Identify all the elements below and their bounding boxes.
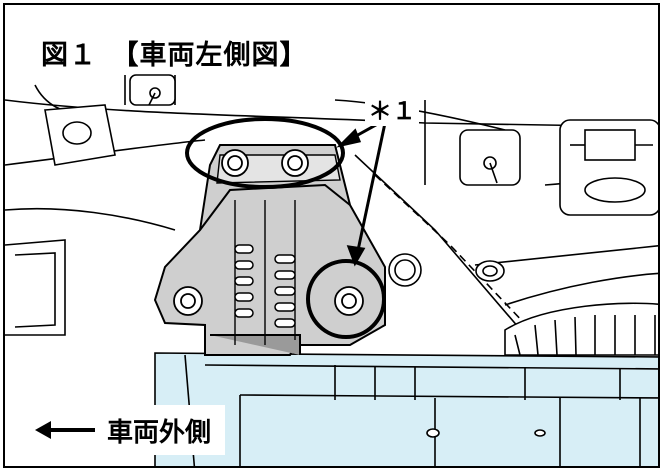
lower-right-cylinder bbox=[504, 302, 658, 356]
mount-bracket bbox=[153, 144, 386, 356]
clip-assembly bbox=[559, 119, 658, 216]
bracket-slots bbox=[234, 244, 296, 328]
lower-panel bbox=[154, 352, 658, 466]
left-arrow-icon bbox=[35, 421, 95, 439]
direction-label-text: 車両外側 bbox=[107, 417, 212, 448]
figure-frame: 図１ 【車両左側図】 ＊１ 車両外側 bbox=[3, 3, 660, 468]
figure-title: 図１ 【車両左側図】 bbox=[37, 33, 314, 74]
vehicle-side-drawing bbox=[5, 74, 658, 466]
direction-label: 車両外側 bbox=[27, 405, 226, 455]
rear-plate-left bbox=[44, 104, 116, 166]
stud-top bbox=[129, 74, 176, 106]
callout-highlights bbox=[185, 117, 386, 339]
stud-right bbox=[459, 129, 521, 186]
panel-holes bbox=[388, 253, 505, 287]
callout-label: ＊１ bbox=[365, 91, 419, 126]
bracket-bolts bbox=[173, 149, 364, 316]
callout-pointer-arrows bbox=[336, 119, 387, 267]
highlight-ellipse-top bbox=[185, 117, 345, 189]
highlight-circle-right bbox=[306, 259, 386, 339]
